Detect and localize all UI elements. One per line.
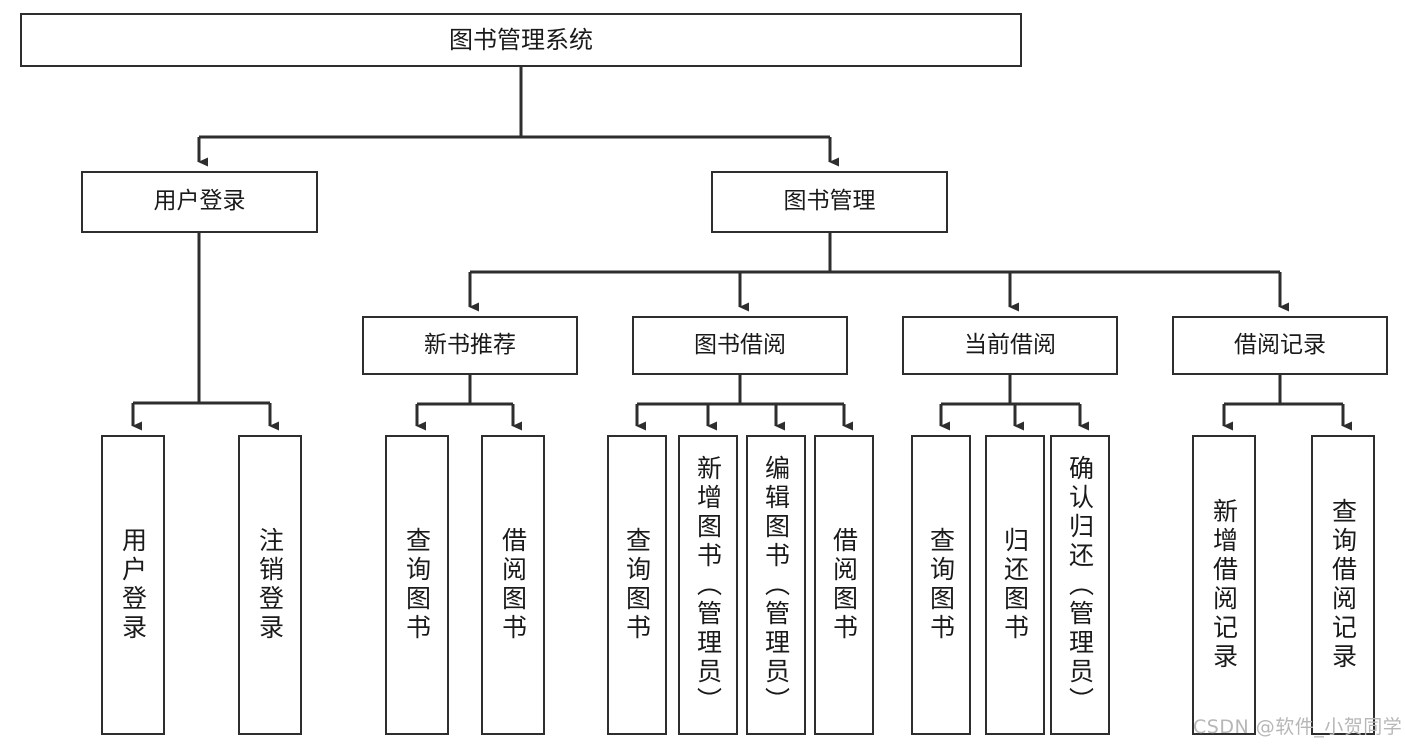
node-user-login[interactable]: 用户登录 — [81, 171, 318, 233]
node-label: 查询图书 — [622, 527, 652, 643]
leaf-borrow-book[interactable]: 借阅图书 — [814, 435, 874, 735]
leaf-query-borrow-record[interactable]: 查询借阅记录 — [1311, 435, 1375, 735]
node-label: 借阅记录 — [1234, 331, 1326, 358]
node-label: 编辑图书（管理员） — [761, 454, 791, 716]
node-label: 查询借阅记录 — [1328, 498, 1358, 672]
node-label: 归还图书 — [1000, 527, 1030, 643]
node-label: 用户登录 — [153, 188, 246, 215]
leaf-add-borrow-record[interactable]: 新增借阅记录 — [1192, 435, 1256, 735]
leaf-query-book-borrow[interactable]: 查询图书 — [607, 435, 667, 735]
node-label: 用户登录 — [118, 527, 148, 643]
edge-root-to-level1 — [197, 67, 839, 167]
leaf-edit-book-admin[interactable]: 编辑图书（管理员） — [746, 435, 806, 735]
node-borrow-record[interactable]: 借阅记录 — [1172, 316, 1388, 375]
edge-currentborrow-to-leaves — [939, 375, 1089, 431]
leaf-add-book-admin[interactable]: 新增图书（管理员） — [678, 435, 738, 735]
node-root-book-management-system[interactable]: 图书管理系统 — [20, 13, 1022, 67]
edge-bookmanage-to-level2 — [468, 233, 1289, 312]
node-new-book-recommend[interactable]: 新书推荐 — [362, 316, 578, 375]
node-book-manage[interactable]: 图书管理 — [711, 171, 948, 233]
csdn-watermark: CSDN @软件_小贺同学 — [1193, 716, 1403, 738]
edge-bookborrow-to-leaves — [635, 375, 853, 431]
leaf-user-logout[interactable]: 注销登录 — [238, 435, 302, 735]
leaf-user-login[interactable]: 用户登录 — [101, 435, 165, 735]
node-label: 图书管理 — [783, 188, 876, 215]
node-label: 新书推荐 — [424, 331, 516, 358]
node-label: 当前借阅 — [964, 331, 1056, 358]
node-label: 图书管理系统 — [449, 25, 593, 54]
node-label: 注销登录 — [255, 527, 285, 643]
leaf-query-book-current[interactable]: 查询图书 — [911, 435, 971, 735]
node-label: 借阅图书 — [498, 527, 528, 643]
node-label: 查询图书 — [926, 527, 956, 643]
edge-userlogin-to-leaves — [131, 233, 279, 431]
node-label: 新增图书（管理员） — [693, 454, 723, 716]
node-label: 查询图书 — [402, 527, 432, 643]
edge-newbook-to-leaves — [415, 375, 522, 431]
edge-borrowrecord-to-leaves — [1222, 375, 1352, 431]
node-current-borrow[interactable]: 当前借阅 — [902, 316, 1118, 375]
node-label: 确认归还（管理员） — [1065, 454, 1095, 716]
leaf-return-book[interactable]: 归还图书 — [985, 435, 1045, 735]
node-book-borrow[interactable]: 图书借阅 — [632, 316, 848, 375]
node-label: 借阅图书 — [829, 527, 859, 643]
leaf-confirm-return-admin[interactable]: 确认归还（管理员） — [1050, 435, 1110, 735]
leaf-query-book-rec[interactable]: 查询图书 — [385, 435, 449, 735]
node-label: 图书借阅 — [694, 331, 786, 358]
leaf-borrow-book-rec[interactable]: 借阅图书 — [481, 435, 545, 735]
node-label: 新增借阅记录 — [1209, 498, 1239, 672]
